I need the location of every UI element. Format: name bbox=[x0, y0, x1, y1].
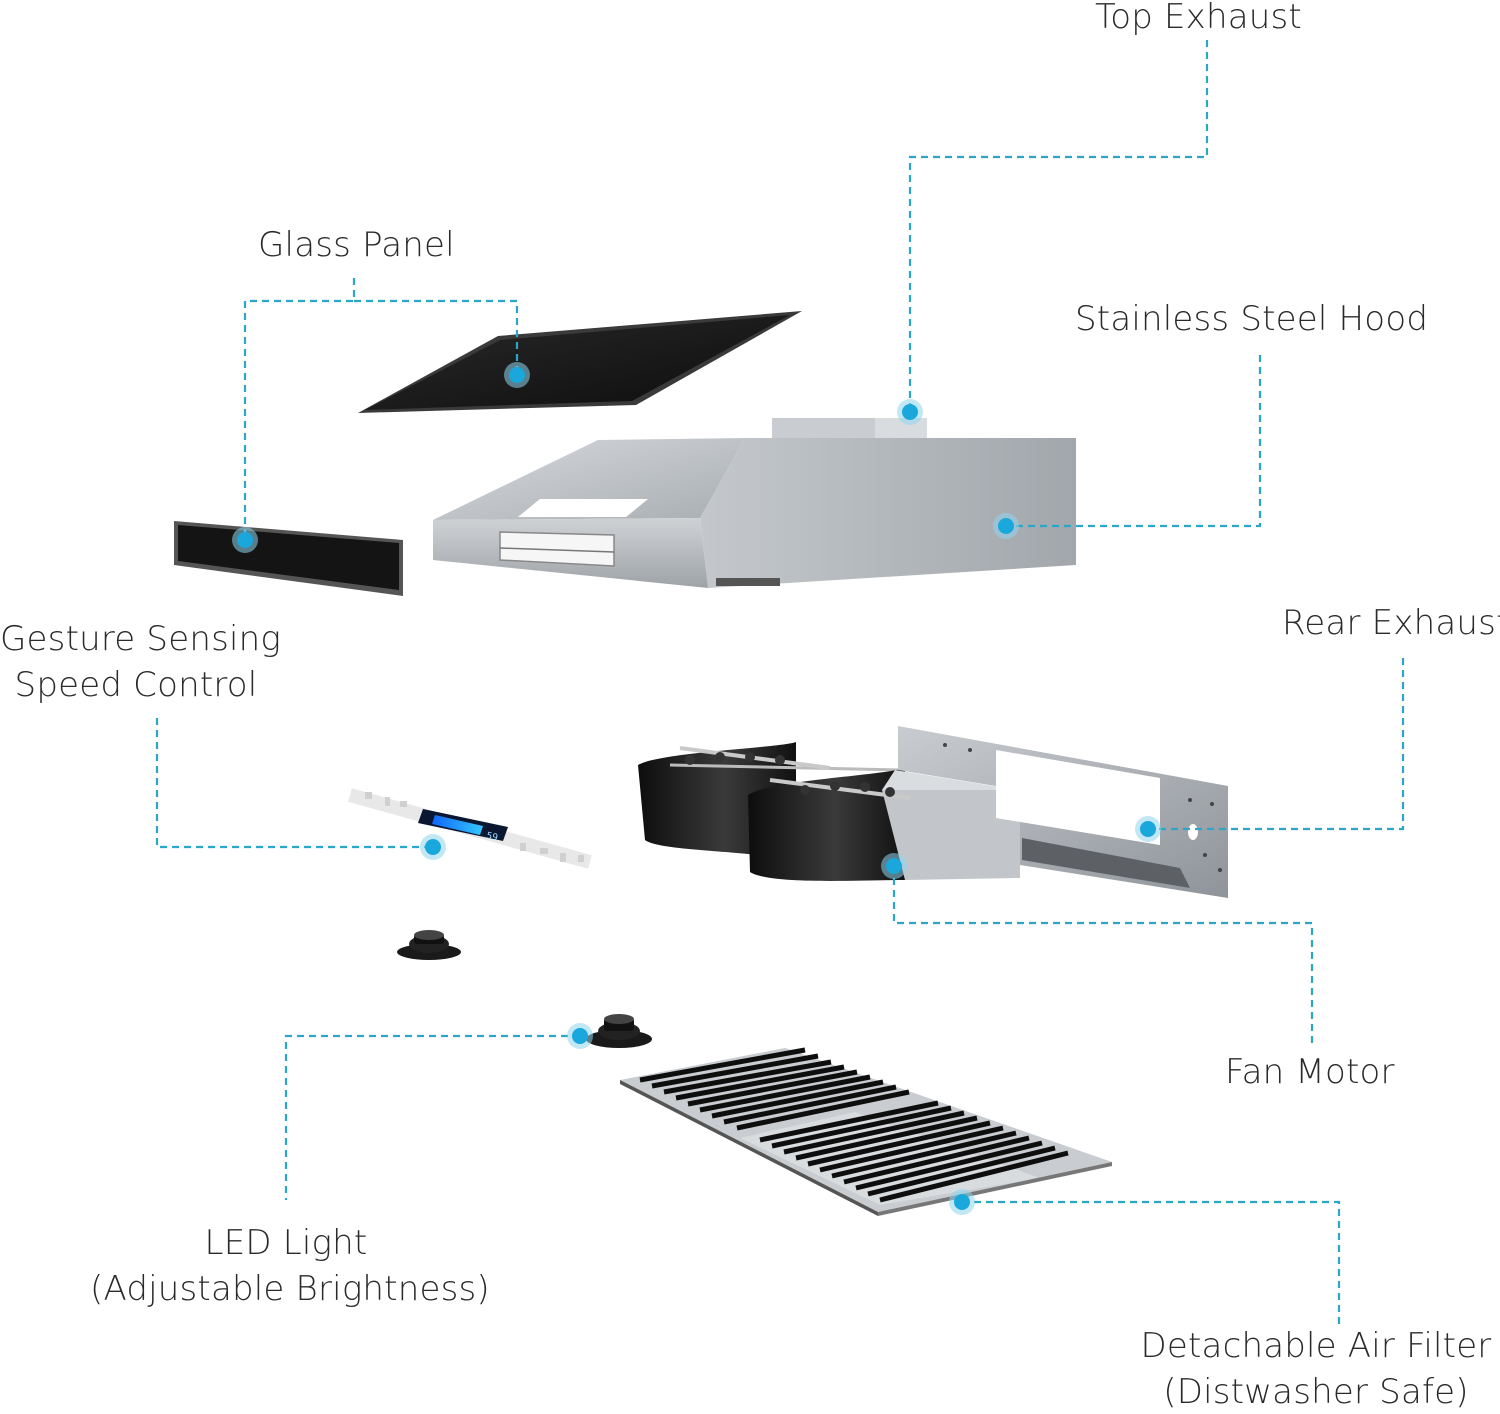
rear-exhaust-plate bbox=[898, 726, 1228, 898]
fan-motor-assembly bbox=[638, 742, 1020, 881]
label-led-line2: (Adjustable Brightness) bbox=[90, 1269, 490, 1309]
leader-fan-motor bbox=[892, 866, 1314, 1045]
label-top-exhaust: Top Exhaust bbox=[1095, 0, 1302, 37]
label-led-line1: LED Light bbox=[204, 1223, 368, 1263]
leader-led bbox=[284, 1034, 580, 1200]
dot-top-exhaust bbox=[897, 399, 923, 425]
dot-glass-panel bbox=[504, 362, 530, 388]
dot-led bbox=[567, 1023, 593, 1049]
label-gesture-line1: Gesture Sensing bbox=[0, 619, 281, 659]
led-light-left bbox=[397, 930, 461, 960]
dot-fan-motor bbox=[881, 853, 907, 879]
leader-rear-exhaust bbox=[1148, 658, 1405, 831]
label-led-light: LED Light (Adjustable Brightness) bbox=[90, 1220, 490, 1312]
leader-gesture bbox=[155, 718, 433, 849]
stainless-steel-hood bbox=[433, 418, 1076, 588]
label-rear-exhaust: Rear Exhaust bbox=[1282, 603, 1500, 643]
dot-rear-exhaust bbox=[1135, 816, 1161, 842]
label-stainless-steel-hood: Stainless Steel Hood bbox=[1075, 299, 1429, 339]
label-glass-panel: Glass Panel bbox=[258, 225, 455, 265]
baffle-filter bbox=[620, 1047, 1112, 1216]
speed-readout-text: 59 bbox=[485, 831, 499, 843]
dot-filter bbox=[949, 1189, 975, 1215]
label-filter-line1: Detachable Air Filter bbox=[1140, 1326, 1492, 1366]
led-light-right bbox=[586, 1014, 652, 1048]
label-filter-line2: (Distwasher Safe) bbox=[1163, 1372, 1469, 1412]
dot-control-strip bbox=[232, 527, 258, 553]
label-fan-motor: Fan Motor bbox=[1225, 1052, 1395, 1092]
leader-stainless-hood bbox=[1006, 355, 1262, 528]
label-detachable-filter: Detachable Air Filter (Distwasher Safe) bbox=[1140, 1323, 1492, 1414]
label-gesture-line2: Speed Control bbox=[14, 665, 258, 705]
glass-panel-top bbox=[358, 311, 802, 413]
leader-lines bbox=[155, 40, 1405, 1325]
speed-control-board: 59 bbox=[348, 788, 592, 869]
label-gesture-sensing: Gesture Sensing Speed Control bbox=[0, 616, 281, 708]
leader-top-exhaust bbox=[908, 40, 1209, 412]
dot-stainless-hood bbox=[993, 513, 1019, 539]
control-glass-strip bbox=[174, 521, 403, 596]
leader-filter bbox=[962, 1200, 1341, 1325]
dot-gesture bbox=[420, 834, 446, 860]
leader-glass-panel bbox=[243, 278, 519, 540]
callout-dots bbox=[232, 362, 1161, 1215]
